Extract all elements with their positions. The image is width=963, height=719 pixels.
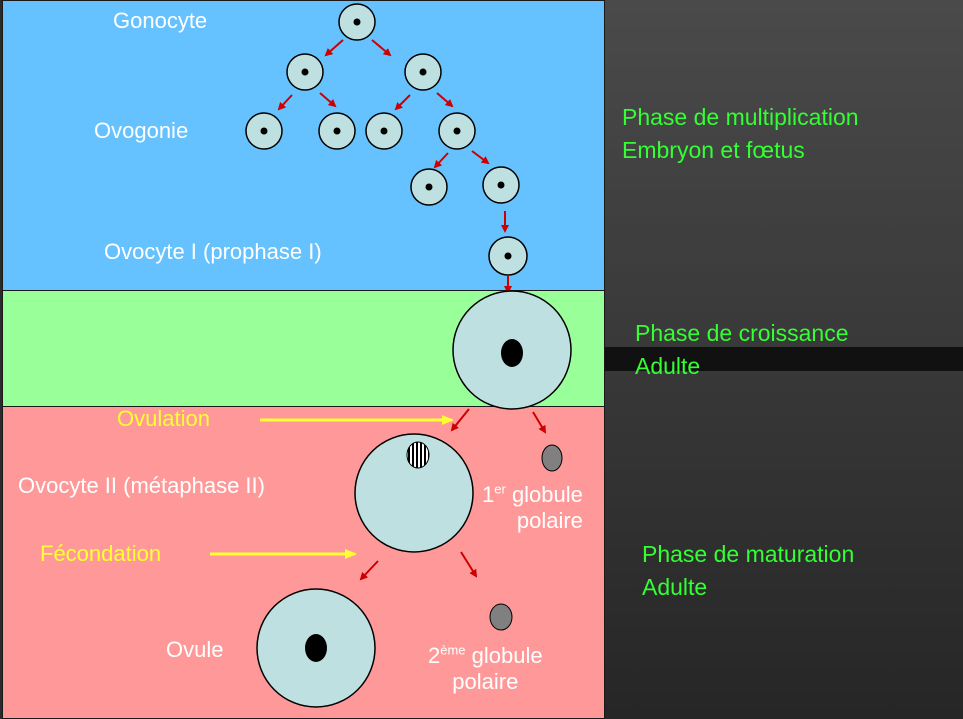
- label-globule-1: 1er globule polaire: [482, 482, 583, 535]
- globule1-word: globule: [511, 482, 583, 507]
- cell-gonocyte: [338, 3, 376, 41]
- arrow-row3-1: [433, 152, 449, 169]
- phase-maturation: Phase de maturation Adulte: [642, 538, 854, 604]
- arrow-row3-2: [471, 150, 490, 165]
- cell-ovogonie-1: [245, 112, 283, 150]
- polar-body-2: [489, 603, 513, 631]
- phase-croissance-period: Adulte: [635, 353, 701, 379]
- label-ovogonie: Ovogonie: [94, 118, 189, 143]
- cell-ovocyte1: [488, 236, 528, 276]
- phase-croissance-title: Phase de croissance: [635, 320, 849, 346]
- label-ovule: Ovule: [166, 637, 224, 662]
- arrow-row2-3: [394, 94, 411, 111]
- cell-ovogonie-3: [365, 112, 403, 150]
- phase-multiplication: Phase de multiplication Embryon et fœtus: [622, 101, 859, 167]
- label-ovocyte2: Ovocyte II (métaphase II): [18, 473, 265, 498]
- phase-croissance: Phase de croissance Adulte: [635, 317, 849, 383]
- cell-ovogonie-2: [318, 112, 356, 150]
- globule1-sup: er: [494, 481, 506, 497]
- label-ovocyte1: Ovocyte I (prophase I): [104, 239, 322, 264]
- cell-ovocyte2: [354, 433, 474, 553]
- arrow-row2-1: [277, 94, 293, 111]
- phase-maturation-title: Phase de maturation: [642, 541, 855, 567]
- arrow-gonocyte-left: [324, 39, 344, 57]
- dark-band: [605, 347, 963, 371]
- globule2-number: 2: [428, 643, 441, 668]
- arrow-meiosis2-right: [460, 551, 478, 578]
- arrow-row2-2: [319, 92, 337, 108]
- cell-ovocyte1-grown: [452, 290, 572, 410]
- arrow-meiosis1-right: [532, 411, 547, 434]
- label-ovulation: Ovulation: [117, 406, 210, 431]
- globule2-line2: polaire: [452, 669, 519, 695]
- arrow-row2-4: [436, 92, 454, 108]
- cell-division-left: [286, 53, 324, 91]
- label-gonocyte: Gonocyte: [113, 8, 208, 33]
- cell-row4-1: [410, 168, 448, 206]
- label-fecondation: Fécondation: [40, 541, 162, 566]
- phase-multiplication-period: Embryon et fœtus: [622, 137, 805, 163]
- cell-row4-2: [482, 166, 520, 204]
- phase-multiplication-title: Phase de multiplication: [622, 104, 859, 130]
- globule2-word: globule: [471, 643, 543, 668]
- globule1-line2: polaire: [516, 508, 583, 534]
- phase-maturation-period: Adulte: [642, 574, 708, 600]
- globule2-sup: ème: [440, 642, 466, 658]
- cell-division-right: [404, 53, 442, 91]
- cell-ovule: [256, 588, 376, 708]
- cell-ovogonie-4: [438, 112, 476, 150]
- globule1-number: 1: [482, 482, 495, 507]
- arrow-meiosis2-left: [359, 560, 379, 581]
- arrow-meiosis1-left: [450, 408, 470, 432]
- polar-body-1: [541, 444, 563, 472]
- arrow-gonocyte-right: [371, 39, 392, 57]
- label-globule-2: 2ème globule polaire: [428, 643, 543, 696]
